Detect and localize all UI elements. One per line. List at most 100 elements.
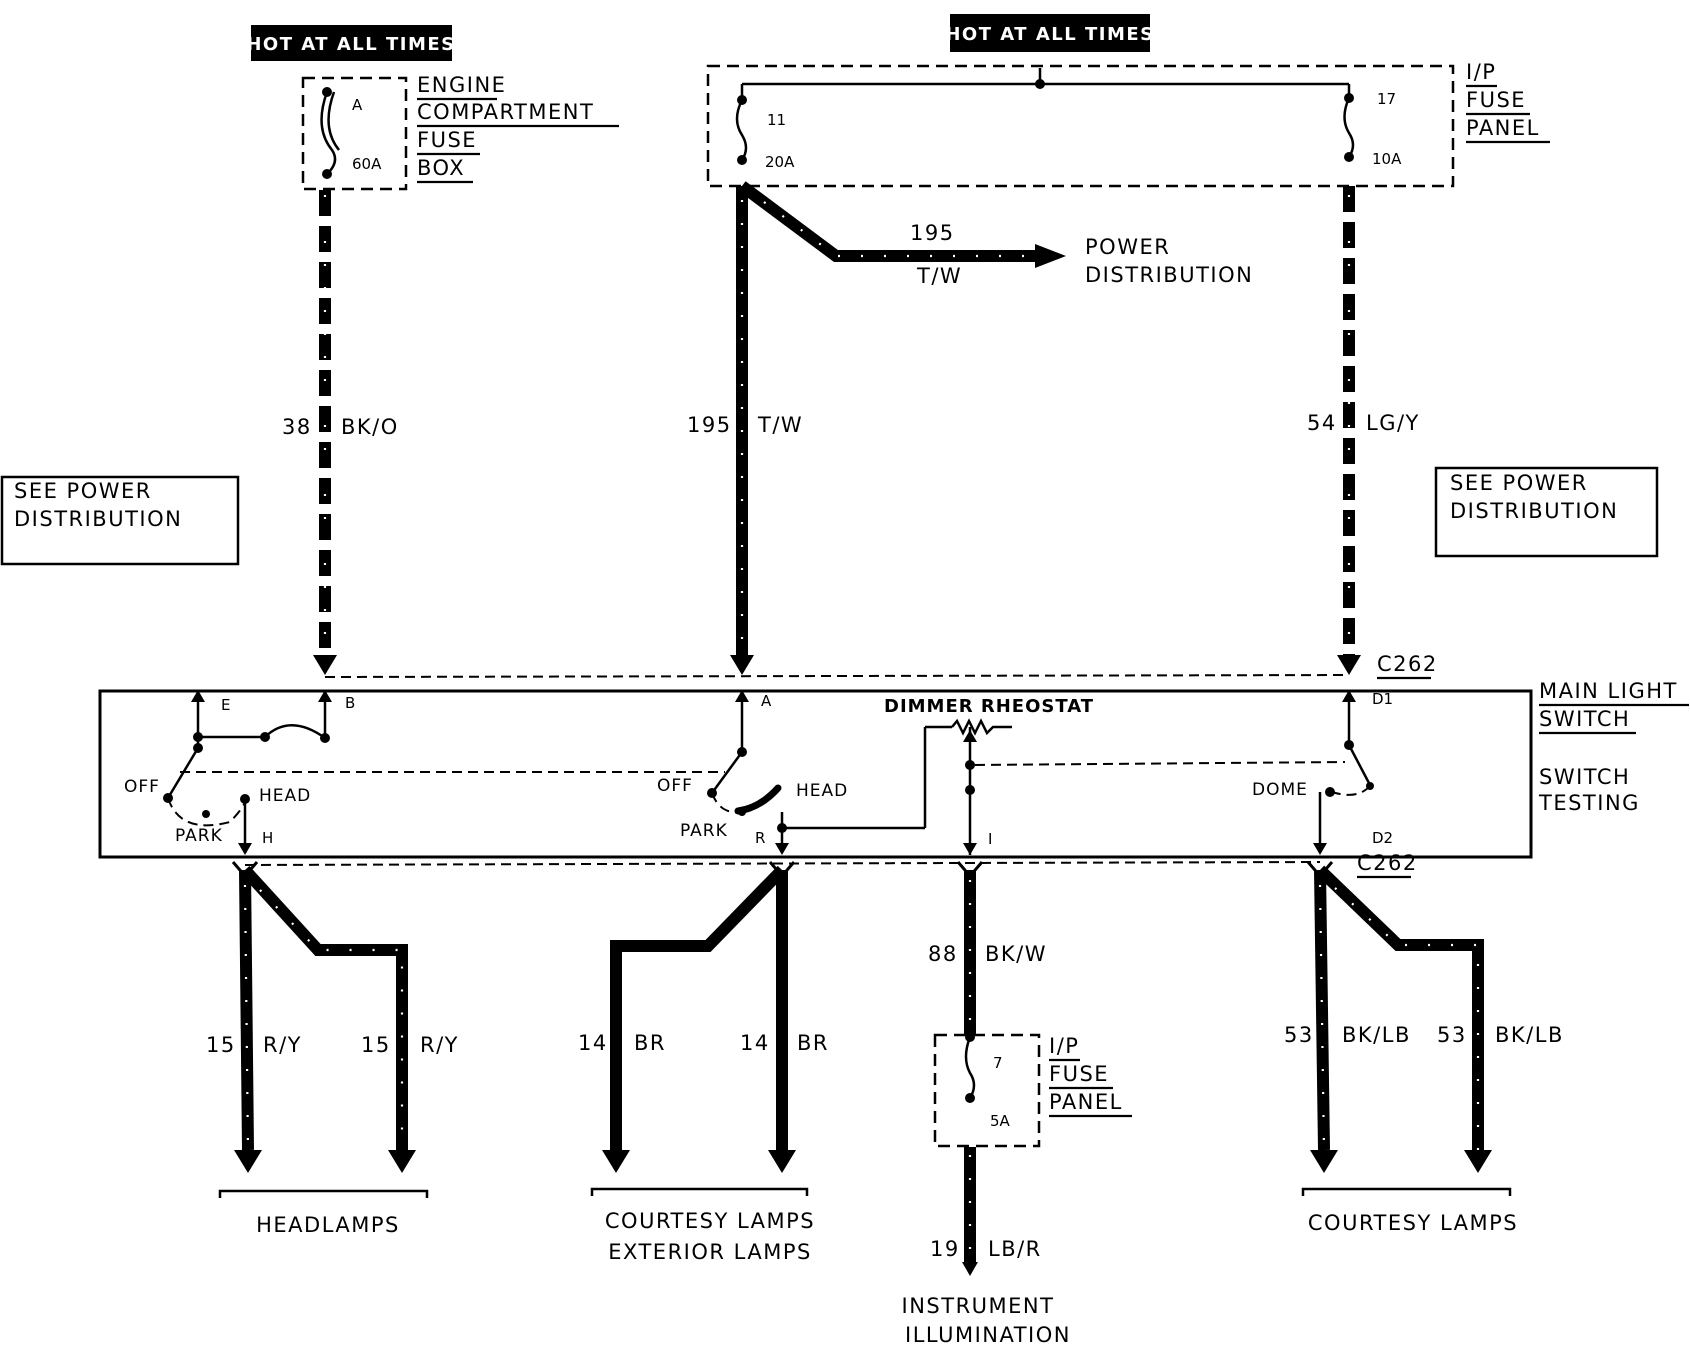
dest-courtesy-exterior-lamps: COURTESY LAMPS EXTERIOR LAMPS	[590, 1187, 815, 1264]
svg-text:BK/LB: BK/LB	[1342, 1023, 1411, 1047]
wire-15-ry-pair: 15 R/Y 15 R/Y	[206, 865, 459, 1173]
svg-text:COURTESY LAMPS: COURTESY LAMPS	[1308, 1211, 1518, 1235]
svg-text:SEE POWER: SEE POWER	[14, 479, 152, 503]
svg-text:EXTERIOR LAMPS: EXTERIOR LAMPS	[608, 1240, 812, 1264]
svg-text:53: 53	[1437, 1023, 1467, 1047]
svg-text:38: 38	[282, 415, 312, 439]
svg-text:HEADLAMPS: HEADLAMPS	[256, 1213, 400, 1237]
svg-text:D1: D1	[1372, 690, 1393, 708]
svg-text:SWITCH: SWITCH	[1539, 707, 1630, 731]
svg-text:DOME: DOME	[1252, 780, 1308, 800]
svg-text:OFF: OFF	[657, 776, 693, 796]
wire-38-bko: 38 BK/O	[282, 190, 397, 675]
svg-text:14: 14	[578, 1031, 608, 1055]
wire-88-bkw: 88 BK/W	[928, 870, 1047, 1035]
svg-text:TESTING: TESTING	[1538, 791, 1640, 815]
svg-text:C262: C262	[1377, 652, 1438, 676]
main-light-switch: MAIN LIGHT SWITCH SWITCH TESTING E B OFF…	[98, 679, 1689, 859]
svg-text:DISTRIBUTION: DISTRIBUTION	[1085, 263, 1253, 287]
wire-53-bklb-pair: 53 BK/LB 53 BK/LB	[1284, 865, 1564, 1173]
engine-compartment-fuse-box: A 60A ENGINE COMPARTMENT FUSE BOX	[301, 73, 619, 191]
svg-text:POWER: POWER	[1085, 235, 1170, 259]
svg-text:BOX: BOX	[417, 156, 465, 180]
connector-c262-top: C262	[324, 652, 1438, 680]
svg-text:ILLUMINATION: ILLUMINATION	[905, 1323, 1071, 1344]
svg-text:A: A	[761, 692, 772, 710]
svg-text:DISTRIBUTION: DISTRIBUTION	[1450, 499, 1618, 523]
svg-text:MAIN LIGHT: MAIN LIGHT	[1539, 679, 1678, 703]
svg-text:R/Y: R/Y	[420, 1033, 459, 1057]
hot-label-left: HOT AT ALL TIMES	[246, 25, 455, 61]
wire-195-tw: 195 T/W	[687, 186, 803, 675]
svg-text:5A: 5A	[990, 1112, 1011, 1130]
svg-text:I: I	[988, 830, 992, 848]
svg-text:PARK: PARK	[680, 821, 728, 841]
svg-text:HEAD: HEAD	[259, 786, 311, 806]
wire-19-lbr: 19 LB/R	[930, 1147, 1042, 1276]
ip-fuse-panel-top: 11 20A 17 10A I/P FUSE PANEL	[706, 60, 1550, 188]
svg-text:HEAD: HEAD	[796, 781, 848, 801]
svg-text:54: 54	[1307, 411, 1337, 435]
svg-text:T/W: T/W	[757, 413, 803, 437]
svg-text:195: 195	[687, 413, 732, 437]
svg-text:BR: BR	[797, 1031, 829, 1055]
svg-text:OFF: OFF	[124, 777, 160, 797]
svg-text:R/Y: R/Y	[263, 1033, 302, 1057]
svg-text:BK/W: BK/W	[985, 942, 1047, 966]
svg-text:17: 17	[1377, 90, 1396, 108]
svg-text:FUSE: FUSE	[417, 128, 477, 152]
dest-instrument-illumination: INSTRUMENT ILLUMINATION	[902, 1294, 1071, 1347]
svg-text:INSTRUMENT: INSTRUMENT	[902, 1294, 1055, 1318]
svg-text:H: H	[262, 829, 273, 847]
svg-text:C262: C262	[1357, 851, 1418, 875]
svg-text:A: A	[352, 96, 363, 114]
svg-text:PANEL: PANEL	[1466, 116, 1540, 140]
svg-text:I/P: I/P	[1466, 60, 1496, 84]
svg-text:SWITCH: SWITCH	[1539, 765, 1630, 789]
svg-text:COURTESY LAMPS: COURTESY LAMPS	[605, 1209, 815, 1233]
wire-195-power-distribution: 195 T/W POWER DISTRIBUTION	[738, 181, 1253, 288]
svg-text:ENGINE: ENGINE	[417, 73, 506, 97]
hot-label-right: HOT AT ALL TIMES	[945, 14, 1154, 52]
svg-text:60A: 60A	[352, 155, 382, 173]
svg-text:PARK: PARK	[175, 826, 223, 846]
wire-54-lgy: 54 LG/Y	[1307, 186, 1420, 675]
svg-text:B: B	[345, 694, 355, 712]
svg-text:20A: 20A	[765, 153, 795, 171]
svg-text:DISTRIBUTION: DISTRIBUTION	[14, 507, 182, 531]
see-power-distribution-left: SEE POWER DISTRIBUTION	[0, 475, 240, 566]
svg-text:FUSE: FUSE	[1466, 88, 1526, 112]
see-power-distribution-right: SEE POWER DISTRIBUTION	[1434, 466, 1659, 558]
dest-headlamps: HEADLAMPS	[218, 1189, 429, 1237]
svg-text:T/W: T/W	[916, 264, 962, 288]
svg-text:HOT AT ALL TIMES: HOT AT ALL TIMES	[246, 34, 455, 55]
svg-text:SEE POWER: SEE POWER	[1450, 471, 1588, 495]
svg-text:I/P: I/P	[1049, 1034, 1079, 1058]
svg-text:11: 11	[767, 111, 786, 129]
svg-text:D2: D2	[1372, 829, 1393, 847]
svg-text:BK/LB: BK/LB	[1495, 1023, 1564, 1047]
svg-text:LB/R: LB/R	[988, 1237, 1042, 1261]
svg-text:195: 195	[910, 221, 955, 245]
svg-text:FUSE: FUSE	[1049, 1062, 1109, 1086]
svg-text:LG/Y: LG/Y	[1366, 411, 1420, 435]
svg-text:10A: 10A	[1372, 150, 1402, 168]
svg-text:19: 19	[930, 1237, 960, 1261]
svg-text:15: 15	[361, 1033, 391, 1057]
wire-14-br-pair: 14 BR 14 BR	[578, 865, 829, 1173]
svg-text:DIMMER RHEOSTAT: DIMMER RHEOSTAT	[884, 696, 1094, 717]
dest-courtesy-lamps: COURTESY LAMPS	[1301, 1187, 1518, 1235]
svg-text:14: 14	[740, 1031, 770, 1055]
svg-text:HOT AT ALL TIMES: HOT AT ALL TIMES	[945, 24, 1154, 45]
ip-fuse-panel-bottom: 7 5A I/P FUSE PANEL	[933, 1032, 1132, 1148]
svg-text:COMPARTMENT: COMPARTMENT	[417, 100, 594, 124]
svg-text:E: E	[221, 696, 230, 714]
svg-text:R: R	[755, 829, 765, 847]
connector-c262-bottom: C262	[231, 851, 1418, 879]
svg-text:15: 15	[206, 1033, 236, 1057]
svg-text:53: 53	[1284, 1023, 1314, 1047]
svg-text:88: 88	[928, 942, 958, 966]
svg-text:PANEL: PANEL	[1049, 1090, 1123, 1114]
